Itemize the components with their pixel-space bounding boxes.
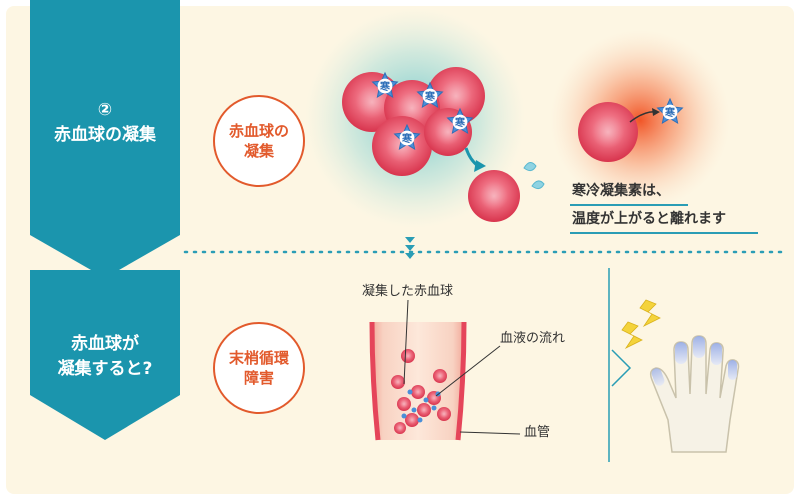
agglutinin-labels: 寒 寒 寒 寒 xyxy=(379,80,466,145)
section-number: ② xyxy=(97,100,113,120)
svg-text:寒: 寒 xyxy=(379,80,391,93)
numbness-icon xyxy=(621,299,661,350)
label-blood-flow: 血液の流れ xyxy=(500,331,566,346)
released-rbc xyxy=(468,170,520,222)
note-line2: 温度が上がると離れます xyxy=(572,211,726,227)
label-vessel: 血管 xyxy=(524,425,551,440)
agglutinated-leader xyxy=(403,299,409,385)
section2-title: 赤血球が 凝集すると? xyxy=(30,332,180,381)
svg-text:寒: 寒 xyxy=(454,116,466,129)
section1-heading: 赤血球の凝集 xyxy=(54,124,156,145)
circle-label-circulation: 末梢循環障害 xyxy=(213,322,305,414)
section2-heading-line2: 凝集すると? xyxy=(57,358,153,379)
note-underline1 xyxy=(570,204,688,206)
circle-label-agglutination: 赤血球の凝集 xyxy=(213,95,305,187)
down-arrow-icon xyxy=(405,237,415,259)
note-underline2 xyxy=(570,232,758,234)
section2-banner xyxy=(30,270,180,440)
orange-glow xyxy=(550,30,730,210)
svg-text:寒: 寒 xyxy=(424,90,436,103)
droplet-icon xyxy=(523,162,545,190)
bracket-chevron-icon xyxy=(611,349,632,387)
svg-text:寒: 寒 xyxy=(664,106,676,119)
section1-banner xyxy=(30,0,180,278)
label-agglutinated-rbc: 凝集した赤血球 xyxy=(362,284,454,299)
section2-heading-line1: 赤血球が xyxy=(71,334,139,354)
hand-icon xyxy=(649,335,740,453)
note-line1: 寒冷凝集素は、 xyxy=(572,183,670,199)
section1-title: ② 赤血球の凝集 xyxy=(30,98,180,147)
vessel-agglutinins xyxy=(401,389,441,423)
svg-text:寒: 寒 xyxy=(401,132,413,145)
flow-leader xyxy=(435,345,501,397)
single-rbc xyxy=(578,102,638,162)
vessel-leader xyxy=(459,431,521,435)
